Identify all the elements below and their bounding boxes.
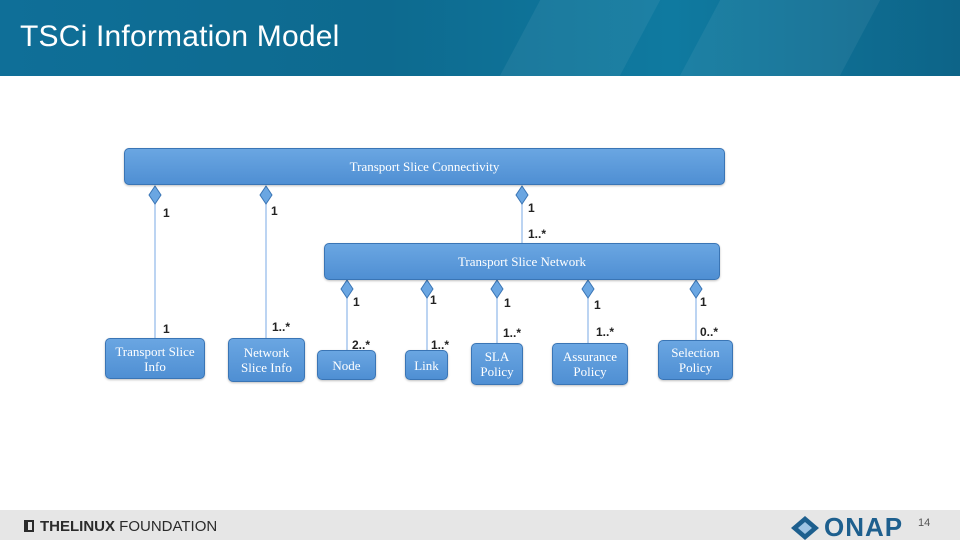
multiplicity-label: 0..* [700, 325, 719, 339]
aggregation-diamond-icon [259, 185, 273, 205]
aggregation-diamond-icon [420, 279, 434, 299]
multiplicity-label: 1 [700, 295, 707, 309]
selection-policy-box: Selection Policy [658, 340, 733, 380]
slide-header: TSCi Information Model [0, 0, 960, 76]
aggregation-diamond-icon [148, 185, 162, 205]
multiplicity-label: 1..* [596, 325, 615, 339]
network-slice-info-box: Network Slice Info [228, 338, 305, 382]
aggregation-diamond-icon [581, 279, 595, 299]
multiplicity-label: 1 [528, 201, 535, 215]
onap-logo-text: ONAP [824, 512, 904, 542]
transport-slice-network-box: Transport Slice Network [324, 243, 720, 280]
multiplicity-label: 1..* [431, 338, 450, 352]
multiplicity-label: 1..* [528, 227, 547, 241]
assurance-policy-box: Assurance Policy [552, 343, 628, 385]
onap-logo: ONAP [790, 512, 903, 543]
multiplicity-label: 1 [163, 322, 170, 336]
aggregation-diamond-icon [340, 279, 354, 299]
multiplicity-label: 1 [353, 295, 360, 309]
aggregation-diamond-icon [515, 185, 529, 205]
sla-policy-box: SLA Policy [471, 343, 523, 385]
linux-foundation-mark-icon [24, 520, 34, 532]
aggregation-diamond-icon [490, 279, 504, 299]
multiplicity-label: 1 [430, 293, 437, 307]
page-number: 14 [918, 517, 931, 529]
transport-slice-connectivity-box: Transport Slice Connectivity [124, 148, 725, 185]
logo-text-the: THE [40, 517, 70, 535]
slide-title: TSCi Information Model [20, 20, 340, 53]
multiplicity-label: 1 [163, 206, 170, 220]
multiplicity-label: 1 [594, 298, 601, 312]
transport-slice-info-box: Transport Slice Info [105, 338, 205, 379]
multiplicity-label: 1 [504, 296, 511, 310]
aggregation-diamond-icon [689, 279, 703, 299]
multiplicity-label: 2..* [352, 338, 371, 352]
link-box: Link [405, 350, 448, 380]
multiplicity-label: 1..* [272, 320, 291, 334]
multiplicity-label: 1 [271, 204, 278, 218]
logo-text-foundation: FOUNDATION [115, 517, 218, 535]
multiplicity-label: 1..* [503, 326, 522, 340]
node-box: Node [317, 350, 376, 380]
onap-mark-icon [791, 515, 819, 540]
logo-text-linux: LINUX [70, 517, 115, 535]
